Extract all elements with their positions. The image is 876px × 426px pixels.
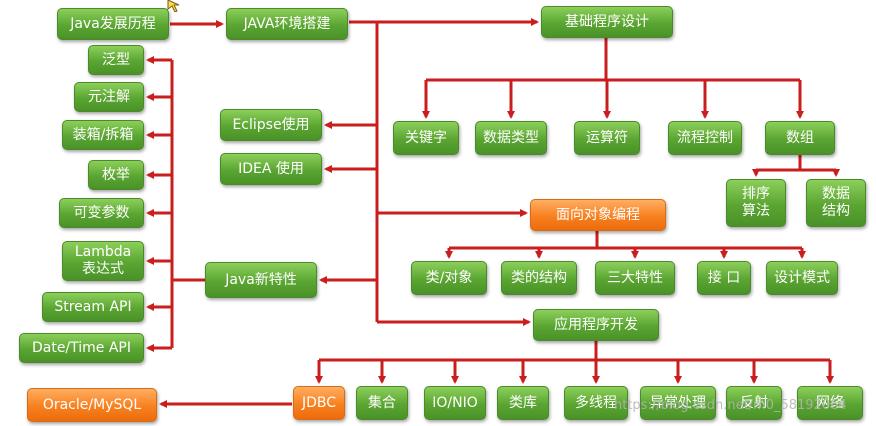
- node-io-nio: IO/NIO: [424, 386, 486, 420]
- node-array: 数组: [765, 121, 835, 155]
- node-data-structure: 数据 结构: [806, 179, 866, 227]
- node-multithreading: 多线程: [564, 386, 628, 420]
- node-sort-algorithm: 排序 算法: [726, 179, 786, 227]
- node-date-time-api: Date/Time API: [19, 333, 144, 363]
- node-reflection: 反射: [726, 386, 782, 420]
- node-eclipse: Eclipse使用: [220, 109, 322, 141]
- node-class-library: 类库: [497, 386, 549, 420]
- node-enum: 枚举: [88, 160, 144, 190]
- node-jdbc: JDBC: [293, 386, 345, 420]
- node-oop: 面向对象编程: [530, 199, 666, 231]
- node-meta-annotation: 元注解: [74, 82, 144, 112]
- node-app-development: 应用程序开发: [533, 309, 659, 341]
- node-java-history: Java发展历程: [57, 8, 169, 40]
- watermark-text: https://blog.csdn.net/m0_58192064: [614, 398, 847, 413]
- node-java-env-setup: JAVA环境搭建: [226, 8, 348, 40]
- node-idea: IDEA 使用: [220, 153, 322, 185]
- node-collection: 集合: [356, 386, 408, 420]
- node-generics: 泛型: [88, 45, 144, 75]
- node-java-new-features: Java新特性: [205, 262, 317, 298]
- node-oracle-mysql: Oracle/MySQL: [27, 388, 157, 422]
- node-varargs: 可变参数: [59, 198, 144, 228]
- node-data-type: 数据类型: [475, 121, 547, 155]
- node-network: 网络: [797, 386, 863, 420]
- node-keyword: 关键字: [393, 121, 459, 155]
- node-basic-programming: 基础程序设计: [541, 6, 673, 38]
- node-stream-api: Stream API: [42, 292, 144, 322]
- node-design-pattern: 设计模式: [766, 261, 838, 295]
- node-class-structure: 类的结构: [501, 261, 577, 295]
- mouse-cursor-icon: [167, 0, 180, 12]
- node-boxing-unboxing: 装箱/拆箱: [62, 120, 144, 150]
- node-interface: 接 口: [697, 261, 751, 295]
- node-class-object: 类/对象: [411, 261, 487, 295]
- node-operator: 运算符: [574, 121, 640, 155]
- node-exception-handling: 异常处理: [640, 386, 716, 420]
- node-three-features: 三大特性: [595, 261, 675, 295]
- node-lambda: Lambda 表达式: [62, 241, 144, 281]
- node-flow-control: 流程控制: [668, 121, 742, 155]
